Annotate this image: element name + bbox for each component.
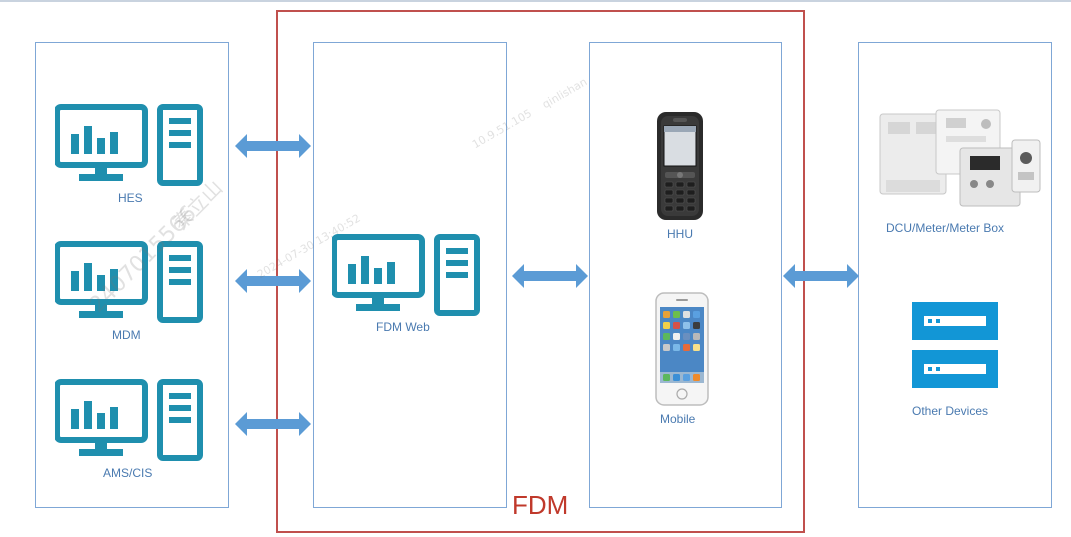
ams-cis-server-icon — [55, 379, 203, 461]
dcu-meter-label: DCU/Meter/Meter Box — [886, 221, 1005, 235]
fdmweb-handheld-double-arrow — [512, 264, 588, 288]
dcu-meter-box-icon — [879, 109, 1041, 207]
ams-cis-label: AMS/CIS — [103, 466, 153, 480]
ams-fdm-double-arrow — [235, 412, 311, 436]
other-devices-icon — [912, 302, 998, 388]
hes-fdm-double-arrow — [235, 134, 311, 158]
other-devices-label: Other Devices — [912, 404, 989, 418]
fdm-web-server-icon — [332, 234, 480, 316]
left-systems-panel — [35, 42, 229, 508]
mobile-phone-icon — [655, 292, 709, 406]
hhu-label: HHU — [667, 227, 693, 241]
handheld-devices-double-arrow — [783, 264, 859, 288]
fdm-web-label: FDM Web — [376, 320, 430, 334]
fdm-title: FDM — [512, 490, 569, 520]
mobile-label: Mobile — [660, 412, 696, 426]
hhu-handheld-icon — [657, 112, 703, 220]
mdm-label: MDM — [112, 328, 141, 342]
top-border-line — [0, 0, 1071, 2]
mdm-fdm-double-arrow — [235, 269, 311, 293]
mdm-server-icon — [55, 241, 203, 323]
hes-label: HES — [118, 191, 143, 205]
hes-server-icon — [55, 104, 203, 186]
